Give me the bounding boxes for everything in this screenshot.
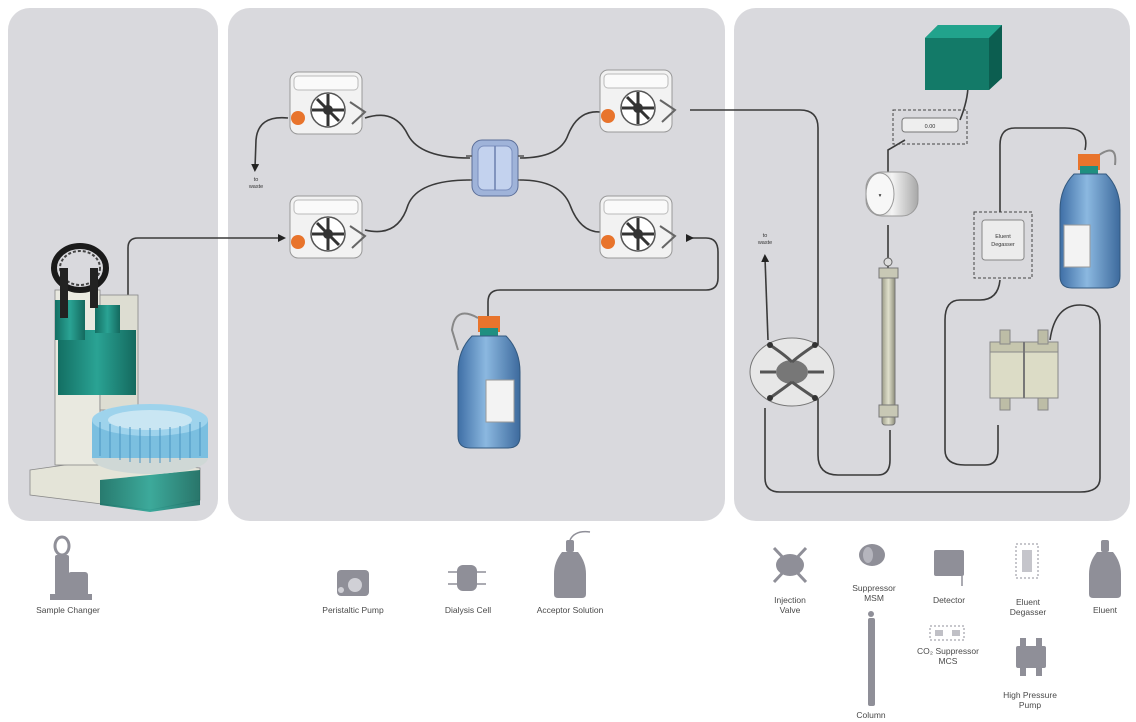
injection-valve-icon xyxy=(772,546,808,584)
detector-readout: 0.00 xyxy=(925,124,936,130)
column-icon xyxy=(868,611,875,706)
legend-label-peristaltic-pump: Peristaltic Pump xyxy=(322,605,384,615)
high-pressure-pump xyxy=(989,329,1059,411)
waste-label-right-line2: waste xyxy=(757,240,772,246)
injection-valve xyxy=(749,337,835,407)
peristaltic-pump-upper-right xyxy=(599,69,677,133)
bottle-icon xyxy=(554,530,591,598)
eluent-degasser: Eluent Degasser xyxy=(973,211,1033,279)
dialysis-cell-icon xyxy=(448,565,486,591)
suppressor-msm: ▾ xyxy=(865,171,919,217)
high-pressure-pump-icon xyxy=(1016,638,1046,676)
waste-label-left-line1: to xyxy=(254,177,259,183)
waste-label-left-line2: waste xyxy=(248,184,263,190)
svg-text:▾: ▾ xyxy=(879,193,882,199)
detector xyxy=(925,25,1002,90)
peristaltic-pump-upper-left xyxy=(289,71,367,135)
legend-label-dialysis-cell: Dialysis Cell xyxy=(444,605,492,615)
peristaltic-pump-icon xyxy=(337,570,369,596)
peristaltic-pump-lower-left xyxy=(289,195,367,259)
degasser-text-line1: Eluent xyxy=(995,234,1011,240)
degasser-text-line2: Degasser xyxy=(991,242,1015,248)
legend-label-column: Column xyxy=(856,710,886,720)
dialysis-cell xyxy=(466,139,524,197)
waste-label-right-line1: to xyxy=(763,233,768,239)
co2-suppressor-icon xyxy=(929,625,965,641)
sample-changer xyxy=(29,243,208,512)
eluent-bottle xyxy=(1059,149,1121,289)
detector-icon xyxy=(934,550,964,586)
co2-suppressor: 0.00 xyxy=(892,109,968,145)
legend-label-eluent: Eluent xyxy=(1092,605,1118,615)
column xyxy=(878,257,899,426)
acceptor-solution-bottle xyxy=(450,312,521,449)
bottle-icon xyxy=(1089,540,1121,598)
tubing xyxy=(127,84,1101,493)
suppressor-icon xyxy=(859,544,885,566)
legend-label-sample-changer: Sample Changer xyxy=(36,605,100,615)
legend-icons xyxy=(50,530,1121,706)
degasser-icon xyxy=(1015,543,1039,579)
peristaltic-pump-lower-right xyxy=(599,195,677,259)
legend-label-detector: Detector xyxy=(932,595,966,605)
legend-label-acceptor-solution: Acceptor Solution xyxy=(536,605,604,615)
sample-changer-icon xyxy=(50,535,92,600)
